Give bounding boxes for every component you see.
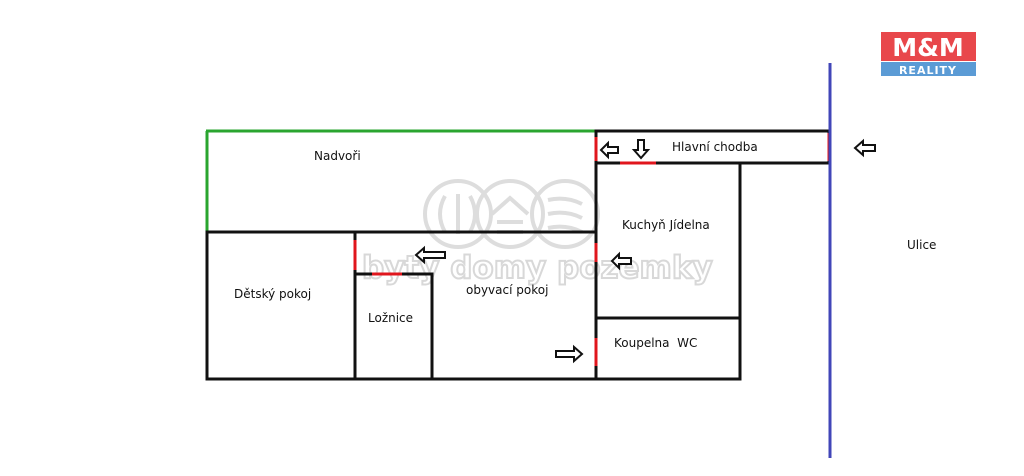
arrow-left-icon — [414, 245, 446, 265]
mm-reality-logo: M&M REALITY — [881, 32, 976, 77]
room-label-ulice: Ulice — [907, 238, 936, 252]
room-label-koupelna-wc: Koupelna WC — [614, 336, 697, 350]
wall-detsky-pokoj — [205, 230, 357, 381]
arrow-left-icon — [610, 251, 632, 271]
watermark-text: byty domy pozemky — [362, 250, 713, 286]
arrow-right-icon — [555, 344, 584, 364]
wall-loznice — [355, 272, 434, 379]
room-label-hlavni-chodba: Hlavní chodba — [672, 140, 758, 154]
room-label-detsky-pokoj: Dětský pokoj — [234, 287, 311, 301]
arrow-left-icon — [853, 138, 876, 158]
arrow-left-icon — [599, 140, 619, 160]
watermark-circle-1 — [423, 179, 493, 249]
room-label-kuchyn-jidelna: Kuchyň Jídelna — [622, 218, 710, 232]
room-label-nadvori: Nadvoři — [314, 149, 361, 163]
room-label-loznice: Ložnice — [368, 311, 413, 325]
logo-bottom-band — [881, 62, 976, 76]
watermark-circle-3 — [530, 179, 600, 249]
wall-kuchyn — [594, 161, 742, 320]
logo-top-band — [881, 32, 976, 61]
logo-text-top: M&M — [892, 33, 964, 62]
room-label-obyvaci-pokoj: obyvací pokoj — [466, 283, 548, 297]
arrow-down-icon — [631, 139, 651, 160]
logo-text-bottom: REALITY — [899, 64, 957, 77]
